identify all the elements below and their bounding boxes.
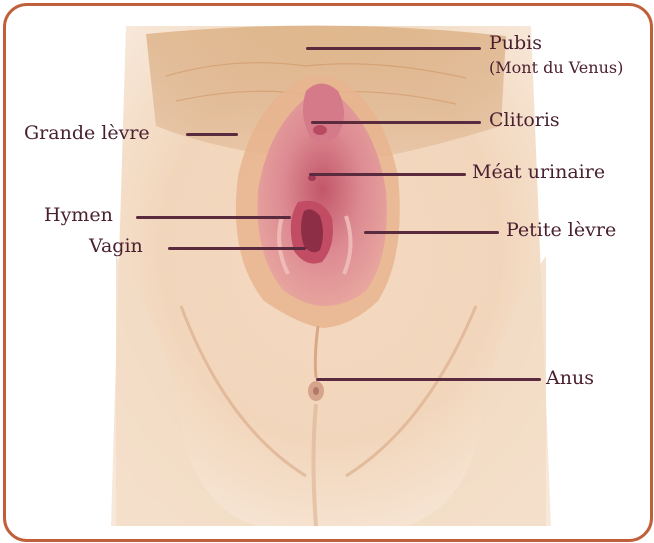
leader-meat-urinaire [309, 173, 466, 176]
leader-anus [316, 378, 541, 381]
leader-clitoris [311, 121, 481, 124]
leader-grande-levre [186, 133, 238, 136]
label-clitoris: Clitoris [489, 110, 560, 130]
label-pubis: Pubis [489, 33, 542, 53]
label-grande-levre: Grande lèvre [24, 123, 150, 143]
leader-petite-levre [364, 231, 499, 234]
leader-hymen [136, 216, 291, 219]
anatomy-illustration [6, 6, 653, 542]
label-vagin: Vagin [89, 236, 143, 256]
diagram-frame: Pubis (Mont du Venus) Clitoris Grande lè… [3, 3, 653, 542]
label-mont-du-venus: (Mont du Venus) [489, 58, 623, 78]
label-hymen: Hymen [44, 205, 113, 225]
label-anus: Anus [546, 368, 594, 388]
label-meat-urinaire: Méat urinaire [472, 162, 605, 182]
leader-pubis [306, 47, 481, 50]
leader-vagin [168, 247, 306, 250]
label-petite-levre: Petite lèvre [506, 220, 616, 240]
